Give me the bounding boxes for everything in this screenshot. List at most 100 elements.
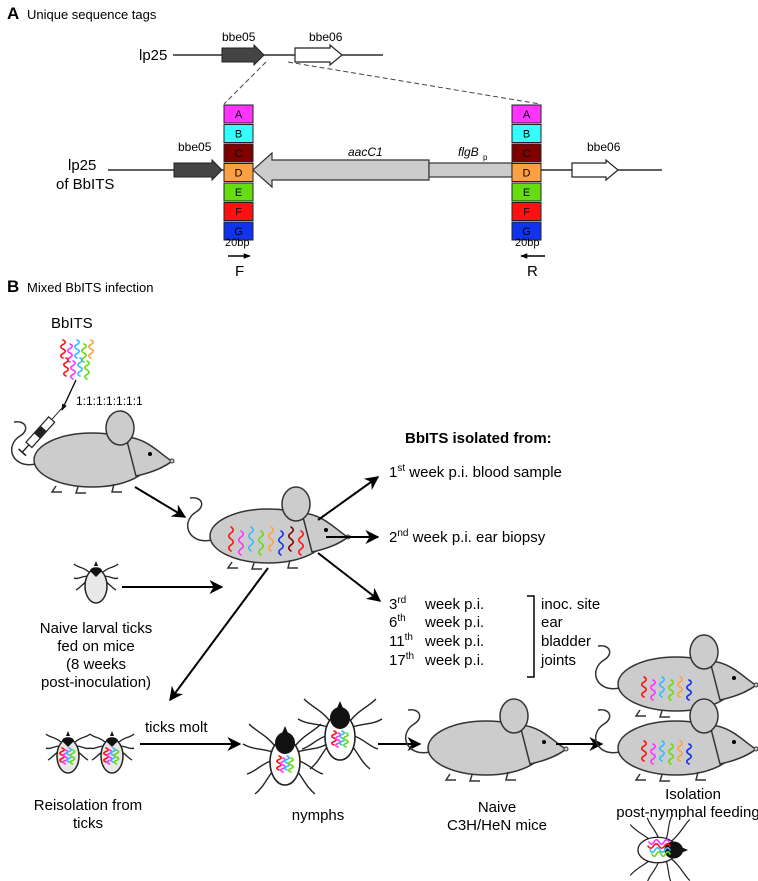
construct-bbe06-arrow — [571, 158, 619, 182]
tag-right-f-label: F — [523, 207, 530, 219]
fednymph-c-spirochete — [651, 851, 671, 857]
isomouse2-spirochete-3 — [659, 740, 665, 762]
tissue-site-1: inoc. site — [541, 596, 600, 613]
tissue-site-4: joints — [540, 652, 576, 669]
isomouse1-spirochete-2 — [650, 679, 656, 701]
tag-right-e-label: E — [523, 187, 530, 199]
week1-line: 1st week p.i. blood sample — [389, 463, 562, 481]
week2-text: week p.i. ear biopsy — [408, 529, 545, 546]
week-row-suffix: th — [406, 651, 414, 662]
nymphs-spirochetes — [276, 730, 349, 773]
tag-right-c — [511, 143, 542, 163]
tag-left-a — [223, 104, 254, 124]
construct-label-2: of BbITS — [56, 176, 114, 193]
tag-right-a — [511, 104, 542, 124]
larva1-spirochete-1 — [59, 747, 65, 763]
tag-right-d-label: D — [523, 168, 531, 180]
fed-nymph-spirochetes — [647, 839, 671, 857]
aacC1-arrow — [252, 151, 430, 189]
isomouse1-spirochete-4 — [668, 679, 674, 701]
panel-b-title: Mixed BbITS infection — [27, 280, 153, 295]
weeks-bracket — [527, 595, 535, 678]
fednymph-b-spirochete — [649, 847, 671, 853]
isomouse2-spirochete-2 — [650, 743, 656, 765]
nymph1-spirochete-4 — [288, 757, 294, 773]
week-row-2: 6th week p.i. — [389, 613, 484, 631]
week-row-number: 17 — [389, 652, 406, 669]
larvae-spirochetes — [59, 747, 120, 765]
isomouse2-spirochete-4 — [668, 743, 674, 765]
week-row-suffix: th — [405, 632, 413, 643]
nymph2-spirochete-4 — [343, 732, 349, 748]
nymph2-spirochete-3 — [339, 730, 345, 746]
fednymph-d-spirochete — [648, 839, 670, 845]
panel-a-letter: A — [7, 4, 19, 23]
tag-left-f — [223, 202, 254, 221]
mouse2-spirochete-8 — [298, 530, 304, 556]
gene-bbe05-arrow — [221, 43, 265, 67]
bbits-label: BbITS — [51, 315, 93, 332]
week-row-number: 11 — [389, 633, 405, 650]
week-row-3: 11th week p.i. — [389, 632, 484, 650]
tag-left-d-label: D — [235, 168, 243, 180]
source-top-spirochete-3 — [74, 339, 80, 359]
week-row-suffix: rd — [397, 595, 406, 606]
source-top-spirochete-5 — [88, 339, 94, 359]
isolated-heading: BbITS isolated from: — [405, 430, 552, 447]
tag-size-left: 20bp — [225, 237, 249, 249]
week-row-text: week p.i. — [424, 596, 484, 613]
week2-suffix: nd — [397, 528, 408, 539]
primer-forward-label: F — [235, 263, 244, 280]
week-row-suffix: th — [397, 613, 405, 624]
tag-size-right: 20bp — [515, 237, 539, 249]
week-row-4: 17th week p.i. — [389, 651, 484, 669]
isomouse2-spirochete-1 — [641, 740, 647, 762]
mouse2-spirochete-3 — [248, 526, 254, 552]
tag-left-b — [223, 124, 254, 143]
construct-bbe06-label: bbe06 — [587, 140, 621, 154]
week-row-text: week p.i. — [424, 652, 484, 669]
panel-a-title: Unique sequence tags — [27, 7, 157, 22]
week-row-number: 6 — [389, 614, 397, 631]
arrow-to-reisolation — [169, 567, 269, 702]
gene-bbe06-arrow — [294, 43, 343, 67]
tag-right-b-label: B — [523, 129, 530, 141]
tag-right-b — [511, 124, 542, 143]
flgB-label: flgB — [458, 145, 479, 159]
arrow-to-infected-mouse — [134, 486, 187, 518]
mouse2-spirochete-6 — [278, 530, 284, 556]
source-bottom-spirochete-3 — [77, 357, 83, 377]
plasmid-label: lp25 — [139, 47, 167, 64]
larva2-spirochete-1 — [103, 747, 109, 763]
bbits-spirochetes — [60, 339, 94, 380]
flgB-subscript: p — [483, 153, 488, 162]
reisolation-label-1: Reisolation from — [34, 797, 142, 814]
tag-left-f-label: F — [235, 207, 242, 219]
arrow-to-late-weeks — [317, 552, 382, 602]
construct-bbe05-arrow — [173, 158, 223, 182]
isomouse1-spirochete-6 — [686, 679, 692, 701]
tag-right-a-label: A — [523, 109, 531, 121]
construct-label-1: lp25 — [68, 157, 96, 174]
larva1-spirochete-3 — [66, 747, 72, 763]
larval-label-3: (8 weeks — [66, 656, 126, 673]
week-row-text: week p.i. — [424, 633, 484, 650]
primer-reverse-label: R — [527, 263, 538, 280]
inoculated-mouse-icon — [10, 410, 175, 494]
larva2-spirochete-3 — [110, 747, 116, 763]
larva1-spirochete-4 — [69, 749, 76, 765]
mouse2-spirochete-1 — [228, 526, 234, 552]
isomouse2-spirochete-5 — [677, 740, 683, 762]
nymph1-spirochete-1 — [276, 755, 282, 771]
week1-number: 1 — [389, 464, 397, 481]
week-row-text: week p.i. — [424, 614, 484, 631]
mouse2-spirochete-5 — [268, 526, 274, 552]
tag-left-d — [223, 163, 254, 182]
source-bottom-spirochete-4 — [84, 360, 90, 380]
ratio-label: 1:1:1:1:1:1:1 — [76, 394, 143, 408]
nymph2-spirochete-1 — [331, 730, 337, 746]
syringe-icon — [17, 404, 66, 457]
